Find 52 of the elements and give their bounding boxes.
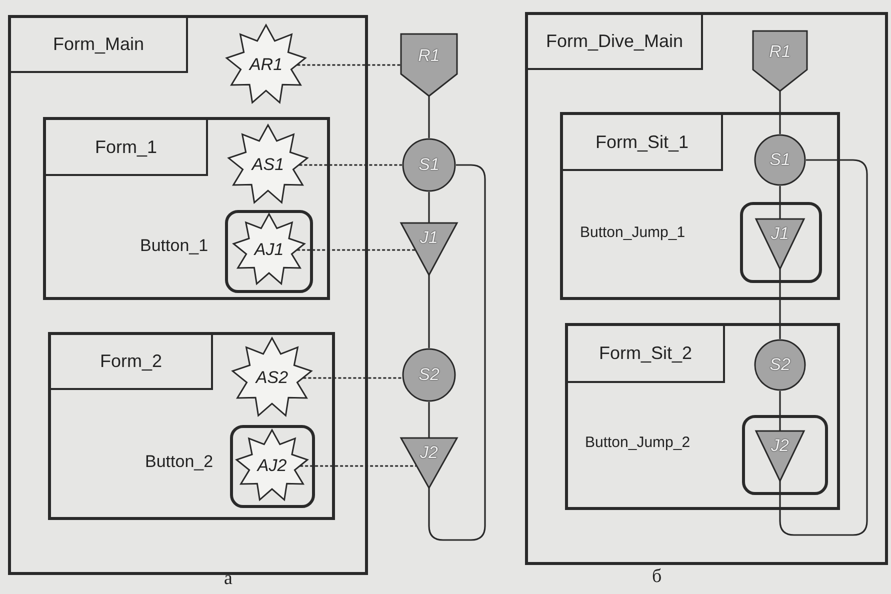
shape-label: AJ1	[254, 240, 284, 260]
form-title: Form_Main	[11, 18, 188, 73]
shape-label: J2	[771, 436, 789, 456]
form-frame	[48, 332, 335, 520]
button-frame	[742, 415, 828, 495]
form-title: Form_Sit_2	[568, 326, 725, 383]
connector-line	[779, 159, 868, 536]
connector-line	[428, 402, 430, 438]
form-title: Form_2	[51, 335, 213, 390]
connector-line	[779, 391, 781, 431]
form-frame	[43, 117, 330, 300]
dashed-connector	[297, 64, 401, 66]
dashed-connector	[297, 249, 416, 251]
button-label: Button_Jump_1	[580, 224, 686, 241]
shape-label: S2	[418, 365, 440, 385]
shape-label: J1	[420, 228, 438, 248]
shape-label: AS2	[256, 368, 288, 388]
shape-label: J1	[771, 224, 789, 244]
connector-line	[428, 164, 486, 541]
form-frame	[525, 12, 888, 565]
form-title: Form_Sit_1	[563, 115, 723, 171]
dashed-connector	[303, 377, 402, 379]
connector-line	[428, 275, 430, 348]
form-frame	[565, 323, 840, 510]
button-frame	[230, 425, 315, 508]
dashed-connector	[299, 164, 402, 166]
shape-label: AJ2	[257, 456, 287, 476]
shape-label: R1	[769, 42, 791, 62]
panel-label: а	[224, 568, 232, 590]
dashed-connector	[300, 465, 416, 467]
shape-label: AS1	[252, 155, 284, 175]
shape-label: AR1	[249, 55, 283, 75]
connector-line	[428, 96, 430, 138]
form-frame	[8, 15, 368, 575]
shape-label: S1	[770, 150, 790, 170]
panel-label: б	[652, 566, 662, 588]
button-label: Button_2	[145, 452, 214, 472]
shape-label: R1	[418, 46, 440, 66]
shape-label: J2	[420, 442, 438, 463]
connector-line	[428, 192, 430, 223]
shape-label: S1	[418, 155, 440, 175]
connector-line	[779, 269, 781, 339]
form-title: Form_Dive_Main	[528, 15, 703, 70]
button-label: Button_1	[140, 236, 208, 256]
button-frame	[225, 210, 313, 293]
connector-line	[779, 91, 781, 134]
form-frame	[560, 112, 840, 300]
form-title: Form_1	[46, 120, 208, 176]
button-frame	[740, 202, 822, 283]
connector-line	[779, 186, 781, 219]
shape-label: S2	[770, 355, 790, 375]
button-label: Button_Jump_2	[585, 434, 690, 451]
